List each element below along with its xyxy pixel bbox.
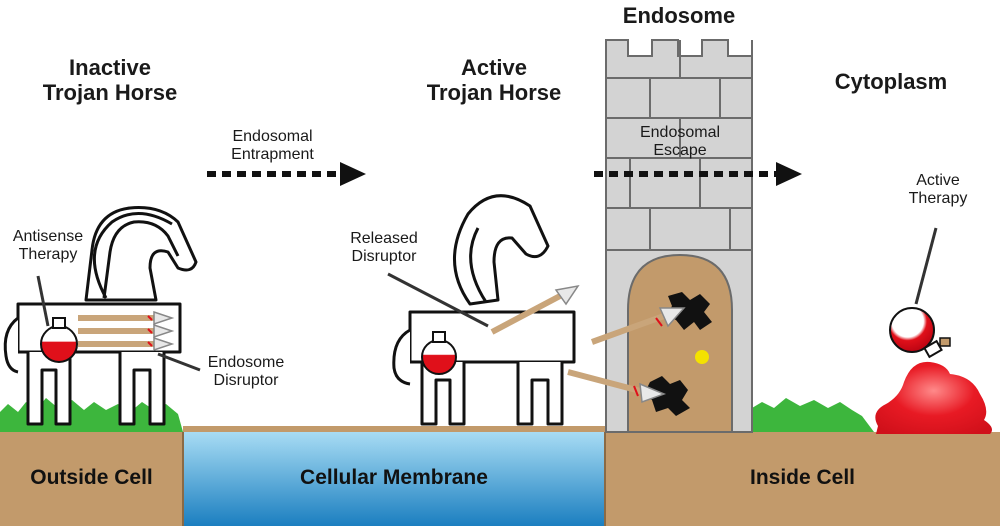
therapy-flask — [889, 307, 935, 353]
active-heading-line2: Trojan Horse — [426, 79, 562, 105]
door-hole-lower — [644, 376, 690, 416]
cellular-membrane-label: Cellular Membrane — [300, 466, 488, 489]
escape-label: Endosomal Escape — [616, 124, 744, 160]
active-therapy-label-line2: Therapy — [908, 189, 968, 207]
cellular-membrane — [183, 432, 605, 526]
endosome-heading: Endosome — [622, 3, 736, 28]
active-heading: Active Trojan Horse — [414, 55, 574, 105]
escape-label-line1: Endosomal — [639, 124, 721, 141]
inactive-heading-line1: Inactive — [69, 55, 151, 80]
antisense-therapy-label: Antisense Therapy — [0, 228, 96, 264]
grass-right — [752, 398, 874, 432]
active-therapy-label-line1: Active — [916, 172, 960, 189]
active-therapy-flask — [421, 331, 457, 375]
released-disruptor-spear — [490, 284, 580, 335]
escape-label-line2: Escape — [653, 141, 707, 159]
grass-left — [0, 398, 183, 432]
door-spears — [567, 307, 686, 404]
antisense-label-line2: Therapy — [18, 245, 78, 263]
inactive-heading-line2: Trojan Horse — [42, 79, 178, 105]
released-label-line2: Disruptor — [351, 247, 417, 265]
cytoplasm-heading: Cytoplasm — [834, 69, 948, 94]
ground — [0, 426, 1000, 526]
entrapment-arrow — [207, 162, 366, 186]
entrapment-label-line1: Endosomal — [232, 128, 313, 145]
active-therapy — [875, 307, 992, 434]
antisense-label-line1: Antisense — [12, 228, 84, 245]
disruptor-label-line1: Endosome — [207, 354, 285, 371]
endosome-tower — [605, 39, 753, 433]
inside-cell-soil — [605, 432, 1000, 526]
door-knob — [695, 350, 709, 364]
active-therapy-label: Active Therapy — [890, 172, 986, 208]
outside-cell-soil — [0, 432, 183, 526]
released-label-line1: Released — [350, 230, 418, 247]
active-heading-line1: Active — [460, 55, 528, 80]
entrapment-label-line2: Entrapment — [231, 145, 314, 163]
escape-arrow — [594, 162, 802, 186]
endosome-disruptor-label: Endosome Disruptor — [196, 354, 296, 390]
inactive-disruptors — [78, 310, 175, 352]
released-disruptor-label: Released Disruptor — [334, 230, 434, 266]
entrapment-label: Endosomal Entrapment — [210, 128, 335, 164]
disruptor-label-line2: Disruptor — [213, 371, 279, 389]
outside-cell-label: Outside Cell — [30, 466, 153, 489]
callout-lines — [36, 227, 938, 372]
membrane-top-line — [183, 426, 605, 432]
inactive-heading: Inactive Trojan Horse — [40, 55, 180, 105]
therapy-puddle — [875, 361, 992, 434]
door-hole-upper — [666, 292, 712, 330]
inactive-therapy-flask — [40, 317, 78, 363]
inside-cell-label: Inside Cell — [749, 466, 856, 489]
